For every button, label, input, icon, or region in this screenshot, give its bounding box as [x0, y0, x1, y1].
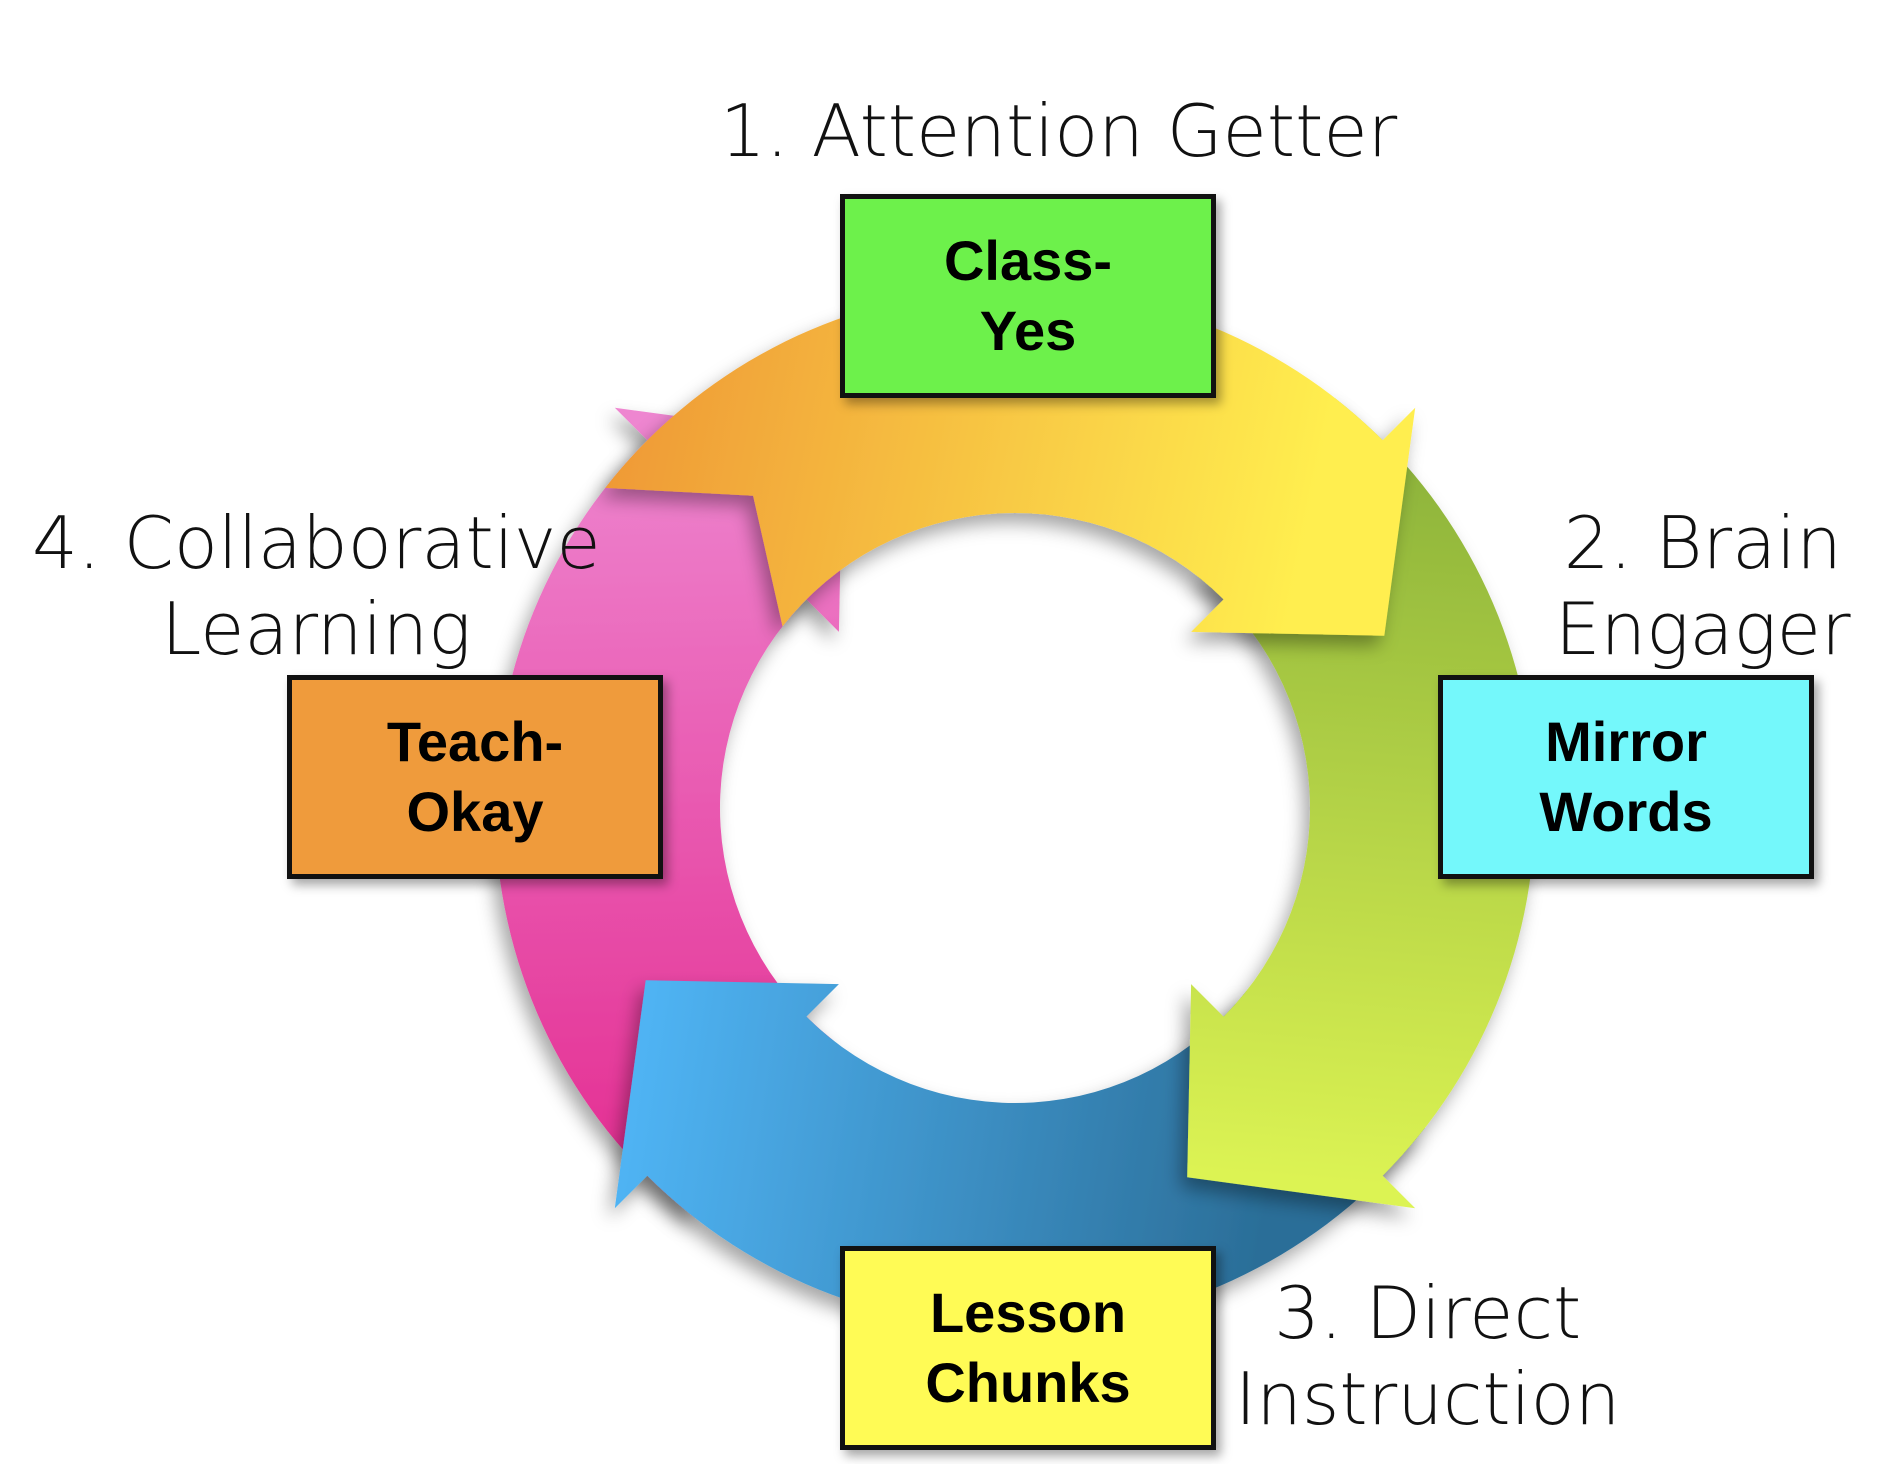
- stage-1-title: 1. Attention Getter: [720, 88, 1397, 174]
- stage-1-box-line: Class-: [943, 229, 1113, 292]
- stage-4-title-line: 4. Collaborative: [32, 501, 601, 585]
- stage-1-box: Class- Yes: [840, 194, 1216, 398]
- stage-2-title-line: Engager: [1555, 587, 1851, 671]
- stage-2-box: Mirror Words: [1438, 675, 1814, 879]
- stage-2-title-line: 2. Brain: [1563, 501, 1842, 585]
- cycle-arrows: [494, 287, 1536, 1329]
- stage-3-box-line: Chunks: [925, 1351, 1131, 1414]
- stage-3-title: 3. Direct Instruction: [1235, 1270, 1620, 1442]
- stage-4-title-line: Learning: [161, 587, 472, 671]
- stage-1-title-line: 1. Attention Getter: [720, 89, 1398, 173]
- stage-2-box-line: Words: [1539, 780, 1713, 843]
- stage-1-box-line: Yes: [979, 299, 1077, 362]
- stage-4-title: 4. Collaborative Learning: [32, 500, 601, 672]
- stage-2-box-line: Mirror: [1545, 710, 1707, 773]
- stage-4-box: Teach- Okay: [287, 675, 663, 879]
- stage-3-box: Lesson Chunks: [840, 1246, 1216, 1450]
- stage-3-title-line: Instruction: [1235, 1357, 1621, 1441]
- stage-2-title: 2. Brain Engager: [1555, 500, 1851, 672]
- stage-4-box-line: Teach-: [386, 710, 564, 773]
- stage-3-box-line: Lesson: [929, 1281, 1127, 1344]
- stage-3-title-line: 3. Direct: [1274, 1271, 1582, 1355]
- stage-4-box-line: Okay: [406, 780, 544, 843]
